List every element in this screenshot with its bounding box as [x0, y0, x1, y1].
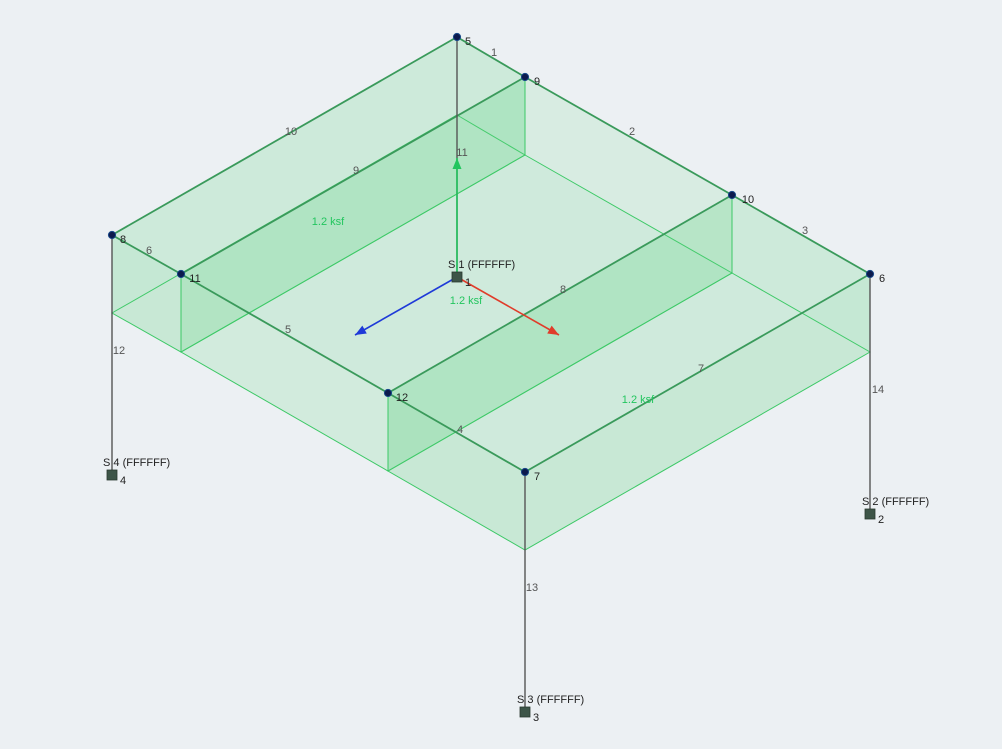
support-node-label: 3: [533, 712, 539, 724]
node-label: 12: [396, 392, 408, 404]
member-10-line[interactable]: [111, 36, 458, 236]
member-label: 7: [698, 363, 704, 375]
area-load-label: 1.2 ksf: [450, 295, 483, 307]
load-side-face: [181, 77, 525, 352]
node-12-marker[interactable]: [383, 388, 393, 398]
member-label: 9: [353, 165, 359, 177]
member-label: 2: [629, 126, 635, 138]
member-label: 12: [113, 345, 125, 357]
node-8-marker[interactable]: [107, 230, 117, 240]
load-side-face: [525, 274, 870, 550]
member-2-line[interactable]: [524, 76, 733, 196]
member-4-line[interactable]: [387, 392, 526, 473]
node-label: 7: [534, 471, 540, 483]
node-7-marker[interactable]: [520, 467, 530, 477]
node-9-marker[interactable]: [520, 72, 530, 82]
support-label: S 1 (FFFFFF): [448, 259, 515, 271]
support-node-label: 4: [120, 475, 126, 487]
member-6-line[interactable]: [111, 234, 182, 275]
member-label: 13: [526, 582, 538, 594]
node-6-marker[interactable]: [865, 269, 875, 279]
support-label: S 4 (FFFFFF): [103, 457, 170, 469]
node-11-marker[interactable]: [176, 269, 186, 279]
member-7-line[interactable]: [524, 273, 871, 473]
member-3-line[interactable]: [731, 194, 871, 275]
area-loads-layer: [110, 36, 872, 551]
support-4-marker[interactable]: [106, 469, 118, 481]
member-5-line[interactable]: [180, 273, 389, 394]
support-2-marker[interactable]: [864, 508, 876, 520]
z-axis-arrow-line: [354, 276, 458, 336]
node-label: 9: [534, 76, 540, 88]
member-1-line[interactable]: [456, 36, 526, 78]
area-load-label: 1.2 ksf: [622, 394, 655, 406]
member-9-line[interactable]: [180, 76, 526, 275]
member-label: 11: [456, 147, 467, 159]
load-side-face: [112, 37, 457, 313]
node-10-marker[interactable]: [727, 190, 737, 200]
area-load-label: 1.2 ksf: [312, 216, 345, 228]
load-side-face: [388, 195, 732, 471]
member-label: 5: [285, 324, 291, 336]
x-axis-arrow-line: [456, 276, 560, 336]
y-axis-arrow-head: [452, 158, 462, 169]
member-label: 6: [146, 245, 152, 257]
z-axis-arrow-head: [355, 325, 367, 335]
nodes-layer: [107, 32, 875, 477]
member-label: 14: [872, 384, 884, 396]
load-side-face: [388, 393, 525, 550]
support-label: S 2 (FFFFFF): [862, 496, 929, 508]
x-axis-arrow-head: [547, 325, 559, 335]
support-label: S 3 (FFFFFF): [517, 694, 584, 706]
support-3-marker[interactable]: [519, 706, 531, 718]
load-side-face: [181, 274, 388, 471]
support-node-label: 2: [878, 514, 884, 526]
member-label: 10: [285, 126, 297, 138]
member-8-line[interactable]: [387, 194, 733, 394]
member-label: 8: [560, 284, 566, 296]
support-1-marker[interactable]: [451, 271, 463, 283]
node-label: 5: [465, 36, 471, 48]
node-5-marker[interactable]: [452, 32, 462, 42]
node-label: 10: [742, 194, 754, 206]
supports-layer: [106, 271, 876, 718]
member-label: 1: [491, 47, 497, 59]
members-layer: [111, 36, 871, 712]
load-side-face: [388, 195, 732, 471]
node-label: 6: [879, 273, 885, 285]
member-label: 3: [802, 225, 808, 237]
member-label: 4: [457, 424, 463, 436]
load-side-face: [732, 195, 870, 352]
node-label: 8: [120, 234, 126, 246]
node-label: 11: [189, 273, 200, 285]
axis-triad: [354, 158, 560, 336]
load-side-face: [181, 77, 525, 352]
support-node-label: 1: [465, 277, 471, 289]
